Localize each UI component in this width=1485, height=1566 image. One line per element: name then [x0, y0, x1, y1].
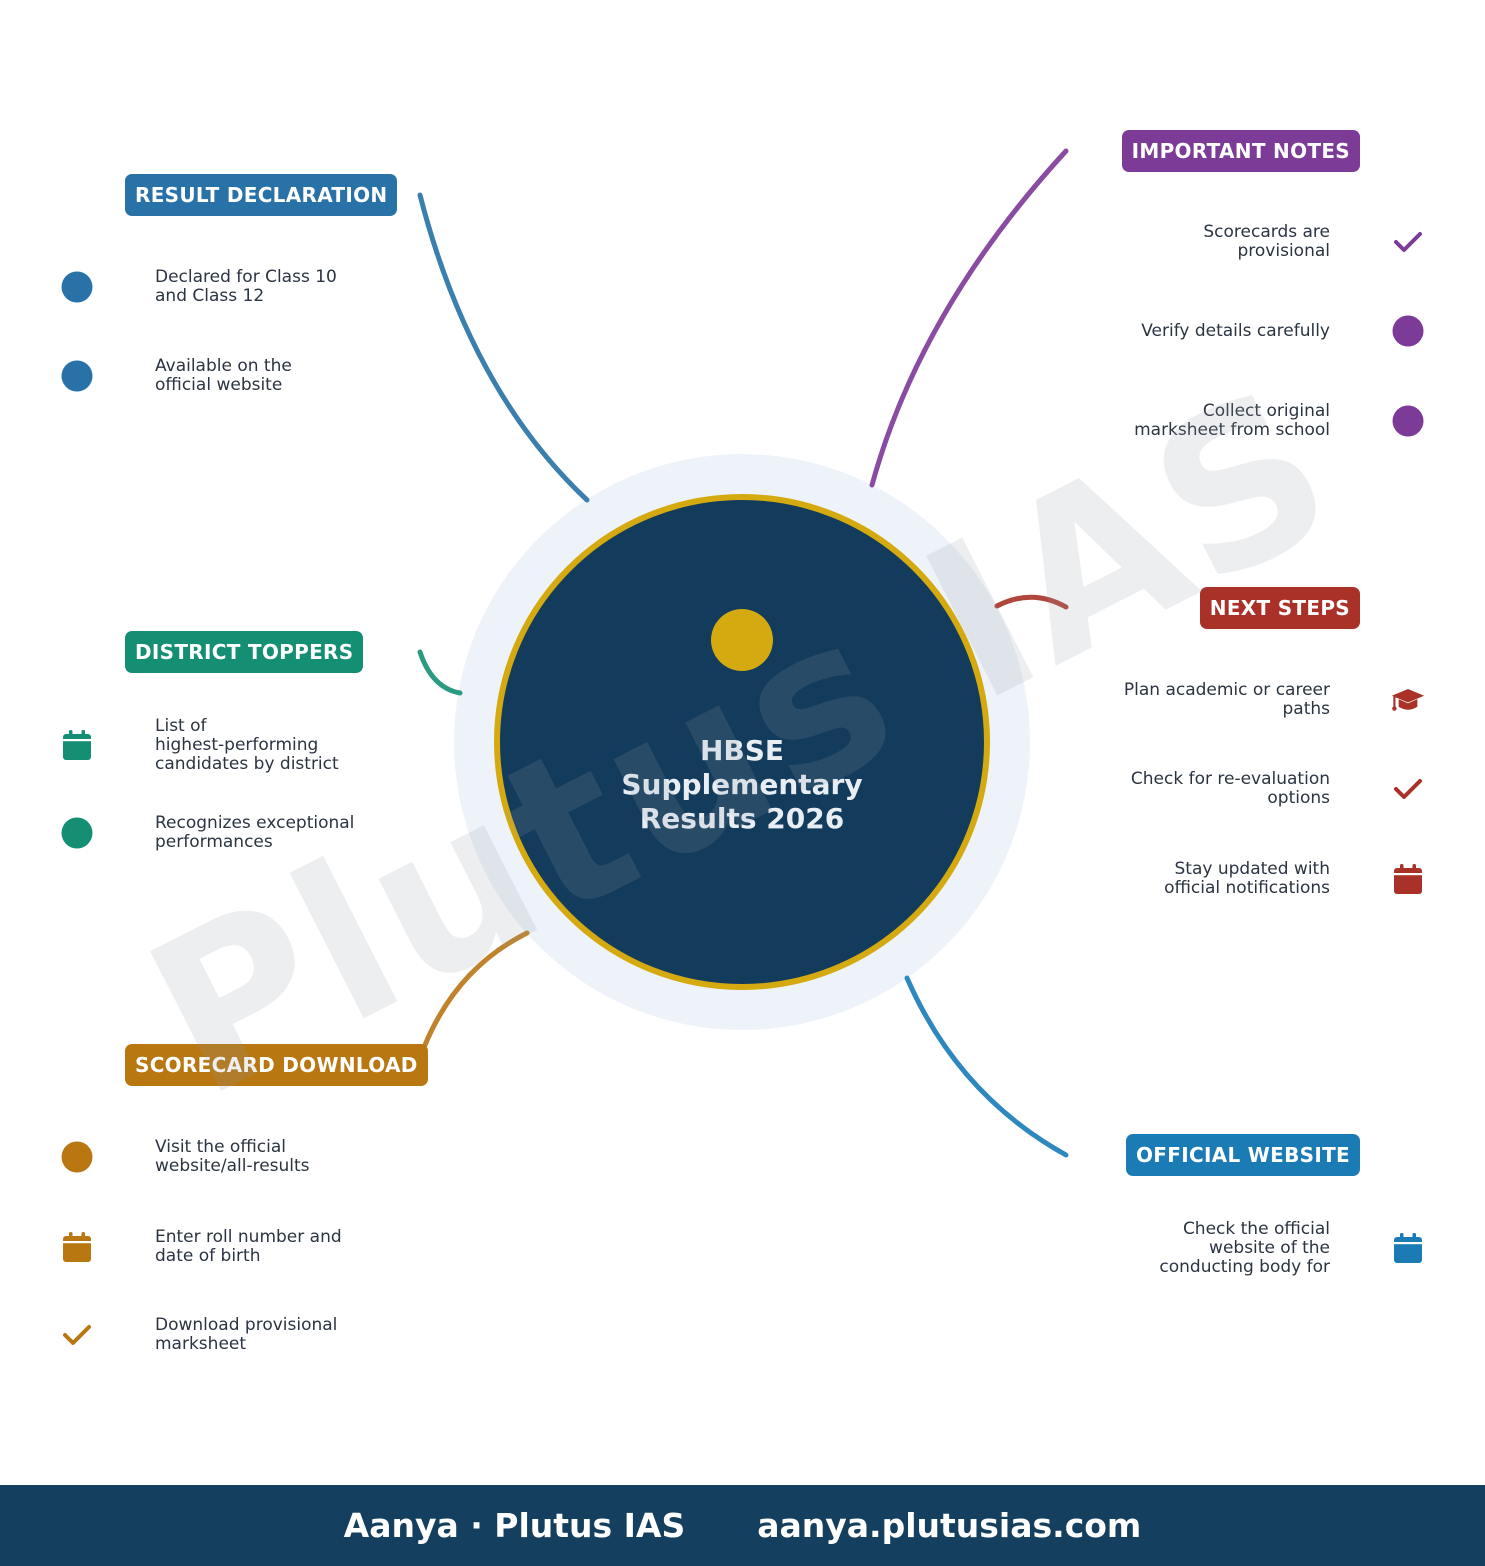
center-disc	[494, 494, 990, 990]
calendar-icon	[1391, 1231, 1425, 1265]
branch-item-district-toppers-0: List of highest-performing candidates by…	[155, 715, 339, 774]
connector-scorecard-download	[422, 930, 530, 1048]
mind-map: HBSE Supplementary Results 2026 RESULT D…	[60, 130, 1425, 1354]
check-icon	[60, 1318, 94, 1352]
branch-item-important-notes-2: Collect original marksheet from school	[1134, 401, 1330, 440]
check-icon	[1391, 225, 1425, 259]
calendar-icon	[1391, 862, 1425, 896]
branch-item-scorecard-download-1: Enter roll number and date of birth	[155, 1227, 342, 1266]
branch-title-official-website: OFFICIAL WEBSITE	[1126, 1134, 1360, 1176]
check-icon	[1391, 772, 1425, 806]
branch-title-next-steps: NEXT STEPS	[1199, 587, 1360, 629]
branch-item-next-steps-0: Plan academic or career paths	[1123, 680, 1330, 719]
footer: Aanya · Plutus IAS aanya.plutusias.com	[0, 1485, 1485, 1566]
calendar-icon	[60, 1230, 94, 1264]
connector-important-notes	[869, 148, 1069, 488]
dot-icon	[60, 816, 94, 850]
mind-map-canvas	[417, 148, 1069, 1158]
branch-item-important-notes-1: Verify details carefully	[1141, 320, 1330, 341]
branch-title-district-toppers: DISTRICT TOPPERS	[125, 631, 364, 673]
branch-item-result-declaration-1: Available on the official website	[155, 356, 292, 395]
connector-result-declaration	[417, 192, 590, 503]
branch-title-result-declaration: RESULT DECLARATION	[125, 174, 398, 216]
branch-item-next-steps-2: Stay updated with official notifications	[1164, 859, 1330, 898]
branch-item-official-website-0: Check the official website of the conduc…	[1159, 1218, 1330, 1277]
branch-item-result-declaration-0: Declared for Class 10 and Class 12	[155, 267, 337, 306]
graduation-cap-icon	[1391, 683, 1425, 717]
footer-author: Aanya · Plutus IAS	[343, 1506, 686, 1545]
dot-icon	[60, 359, 94, 393]
center-title: HBSE Supplementary Results 2026	[621, 734, 863, 835]
branch-title-important-notes: IMPORTANT NOTES	[1121, 130, 1360, 172]
center-dot-icon	[711, 609, 773, 671]
dot-icon	[1391, 404, 1425, 438]
connector-next-steps	[994, 594, 1069, 610]
branch-title-scorecard-download: SCORECARD DOWNLOAD	[125, 1044, 428, 1086]
branch-item-next-steps-1: Check for re-evaluation options	[1130, 769, 1330, 808]
connector-district-toppers	[417, 649, 463, 696]
dot-icon	[1391, 314, 1425, 348]
dot-icon	[60, 270, 94, 304]
dot-icon	[60, 1140, 94, 1174]
branch-item-district-toppers-1: Recognizes exceptional performances	[155, 813, 355, 852]
branch-item-scorecard-download-0: Visit the official website/all-results	[155, 1137, 310, 1176]
connector-official-website	[904, 975, 1069, 1158]
footer-url[interactable]: aanya.plutusias.com	[757, 1506, 1142, 1545]
calendar-icon	[60, 728, 94, 762]
branch-item-important-notes-0: Scorecards are provisional	[1203, 222, 1330, 261]
branch-item-scorecard-download-2: Download provisional marksheet	[155, 1315, 338, 1354]
